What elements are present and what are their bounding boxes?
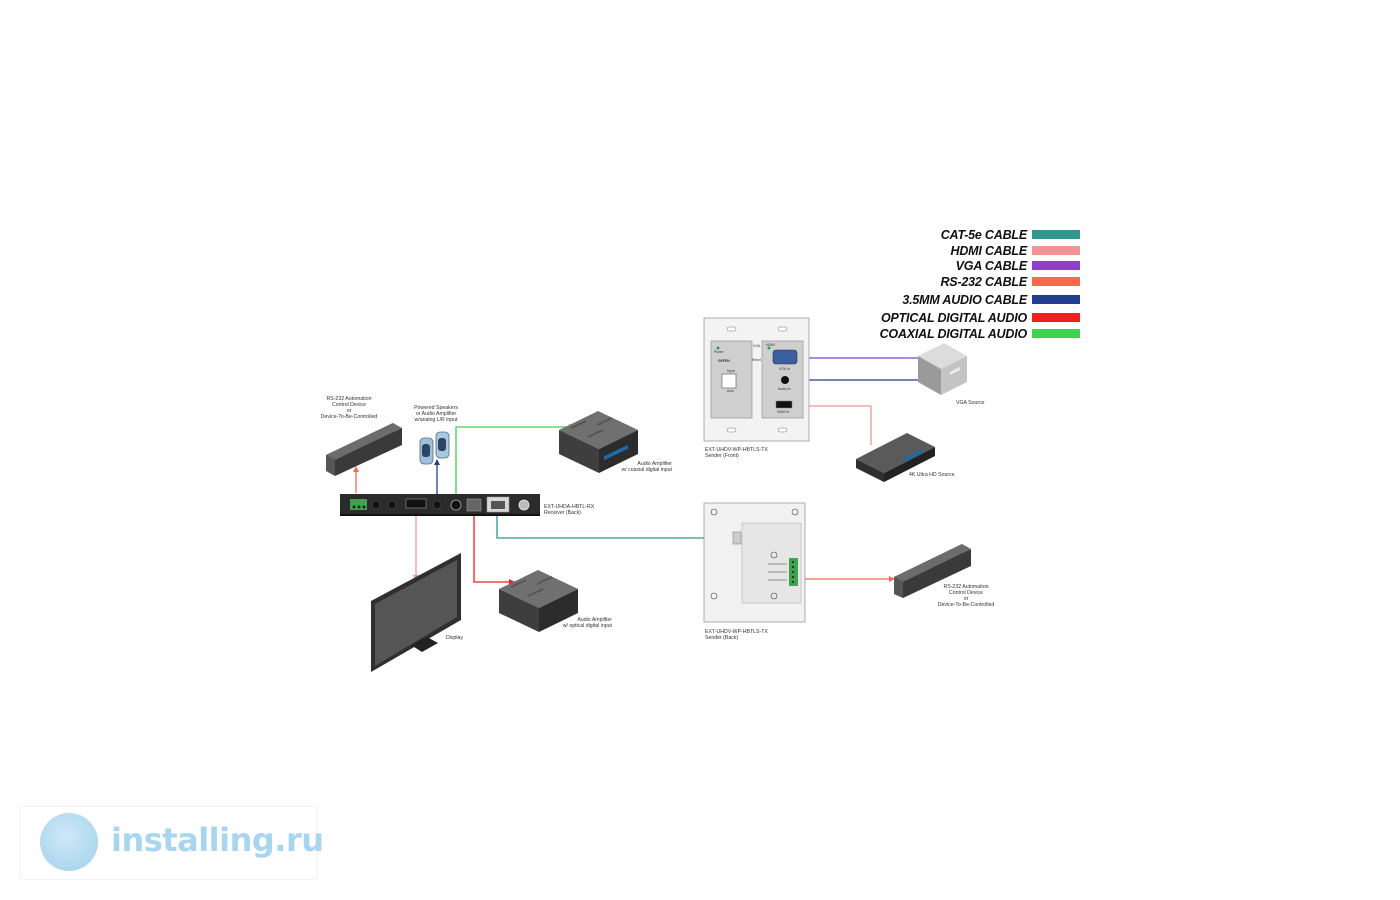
svg-text:Reset: Reset [752, 358, 761, 362]
svg-text:Device-To-Be-Controlled: Device-To-Be-Controlled [938, 602, 995, 608]
legend-coax-label: COAXIAL DIGITAL AUDIO [880, 327, 1028, 341]
svg-text:EXT-UHDA-HBTL-RX: EXT-UHDA-HBTL-RX [544, 504, 595, 510]
legend-rs232-swatch [1032, 277, 1080, 286]
watermark-text: installing.ru [111, 821, 324, 859]
svg-text:EXT-UHDV-WP-HBTLS-TX: EXT-UHDV-WP-HBTLS-TX [705, 629, 768, 635]
cable-hdmi-source [790, 405, 872, 445]
sender-back-plate [703, 502, 806, 623]
legend-coax-swatch [1032, 329, 1080, 338]
sender-back-caption: EXT-UHDV-WP-HBTLS-TX Sender (Back) [705, 629, 768, 641]
amplifier-optical [499, 570, 578, 632]
svg-text:Power: Power [714, 350, 724, 354]
legend-hdmi-label: HDMI CABLE [951, 244, 1028, 258]
rs232-right-caption: RS-232 Automation Control Device or Devi… [938, 584, 995, 608]
svg-text:RS-232 Automation: RS-232 Automation [944, 584, 989, 590]
display-screen [371, 553, 461, 672]
svg-text:GEFEN: GEFEN [718, 359, 730, 363]
svg-text:VGA: VGA [753, 344, 761, 348]
uhd-source-caption: 4K Ultra HD Source [909, 472, 955, 478]
legend-cat5e-swatch [1032, 230, 1080, 239]
svg-text:w/ coaxial digital input: w/ coaxial digital input [622, 467, 673, 473]
watermark-logo-icon [40, 813, 98, 871]
svg-text:w/analog L/R input: w/analog L/R input [415, 417, 459, 423]
svg-text:Sender (Back): Sender (Back) [705, 635, 738, 641]
power-port [518, 499, 530, 511]
svg-text:Audio In: Audio In [778, 387, 791, 391]
powered-speakers [419, 431, 450, 465]
display-caption: Display [446, 635, 463, 641]
svg-text:Control Device: Control Device [949, 590, 983, 596]
sender-front-plate: Power GEFEN Input Auto HDMI VGA Reset VG… [703, 317, 810, 442]
cable-cat5e [496, 513, 736, 539]
receiver-caption: EXT-UHDA-HBTL-RX Receiver (Back) [544, 504, 595, 516]
amp-coax-caption: Audio Amplifier w/ coaxial digital input [622, 461, 673, 473]
sender-front-caption: EXT-UHDV-WP-HBTLS-TX Sender (Front) [705, 447, 768, 459]
vga-source-pc [918, 343, 967, 395]
legend-optical-label: OPTICAL DIGITAL AUDIO [881, 311, 1028, 325]
legend-optical-swatch [1032, 313, 1080, 322]
svg-text:Device-To-Be-Controlled: Device-To-Be-Controlled [321, 414, 378, 420]
optical-out-port [466, 498, 482, 512]
uhd-source [856, 433, 935, 482]
rs232-port [350, 499, 367, 510]
svg-text:HDMI In: HDMI In [777, 410, 790, 414]
amp-optical-caption: Audio Amplifier w/ optical digital input [563, 617, 613, 629]
cables [355, 357, 918, 583]
svg-text:or Audio Amplifier: or Audio Amplifier [416, 411, 457, 417]
audio-out-port [432, 500, 442, 510]
legend-audio-label: 3.5MM AUDIO CABLE [902, 293, 1027, 307]
receiver-unit [340, 494, 540, 516]
amplifier-coaxial [559, 411, 638, 473]
hdmi-out-port [405, 498, 427, 509]
cable-optical [473, 512, 512, 583]
rs232-device-left [326, 423, 402, 476]
svg-text:RS-232 Automation: RS-232 Automation [327, 396, 372, 402]
legend-rs232-label: RS-232 CABLE [940, 275, 1027, 289]
arrow-rs232-device [889, 576, 895, 582]
svg-text:Audio Amplifier: Audio Amplifier [637, 461, 672, 467]
legend-audio-swatch [1032, 295, 1080, 304]
svg-text:Powered Speakers: Powered Speakers [414, 405, 458, 411]
legend-vga-swatch [1032, 261, 1080, 270]
svg-text:or: or [964, 596, 969, 602]
coax-out-port [450, 499, 462, 511]
svg-text:Audio Amplifier: Audio Amplifier [577, 617, 612, 623]
svg-text:Sender (Front): Sender (Front) [705, 453, 739, 459]
svg-text:Input: Input [727, 369, 735, 373]
legend-hdmi-swatch [1032, 246, 1080, 255]
svg-text:w/ optical digital input: w/ optical digital input [563, 623, 613, 629]
svg-text:HDMI: HDMI [766, 343, 775, 347]
svg-text:EXT-UHDV-WP-HBTLS-TX: EXT-UHDV-WP-HBTLS-TX [705, 447, 768, 453]
svg-text:VGA In: VGA In [779, 367, 790, 371]
cable-legend: CAT-5e CABLE HDMI CABLE VGA CABLE RS-232… [880, 228, 1080, 341]
legend-cat5e-label: CAT-5e CABLE [941, 228, 1028, 242]
rs232-device-right [894, 544, 971, 598]
svg-text:Receiver (Back): Receiver (Back) [544, 510, 581, 516]
svg-text:Auto: Auto [727, 389, 734, 393]
watermark-badge: installing.ru [20, 806, 324, 880]
svg-text:or: or [347, 408, 352, 414]
rs232-left-caption: RS-232 Automation Control Device or Devi… [321, 396, 378, 420]
cable-coaxial [455, 426, 572, 494]
svg-text:Control Device: Control Device [332, 402, 366, 408]
legend-vga-label: VGA CABLE [956, 259, 1028, 273]
arrow-rs232-left [353, 466, 359, 472]
vga-source-caption: VGA Source [956, 400, 985, 406]
speakers-caption: Powered Speakers or Audio Amplifier w/an… [414, 405, 458, 423]
arrow-audio-speakers [434, 459, 440, 465]
